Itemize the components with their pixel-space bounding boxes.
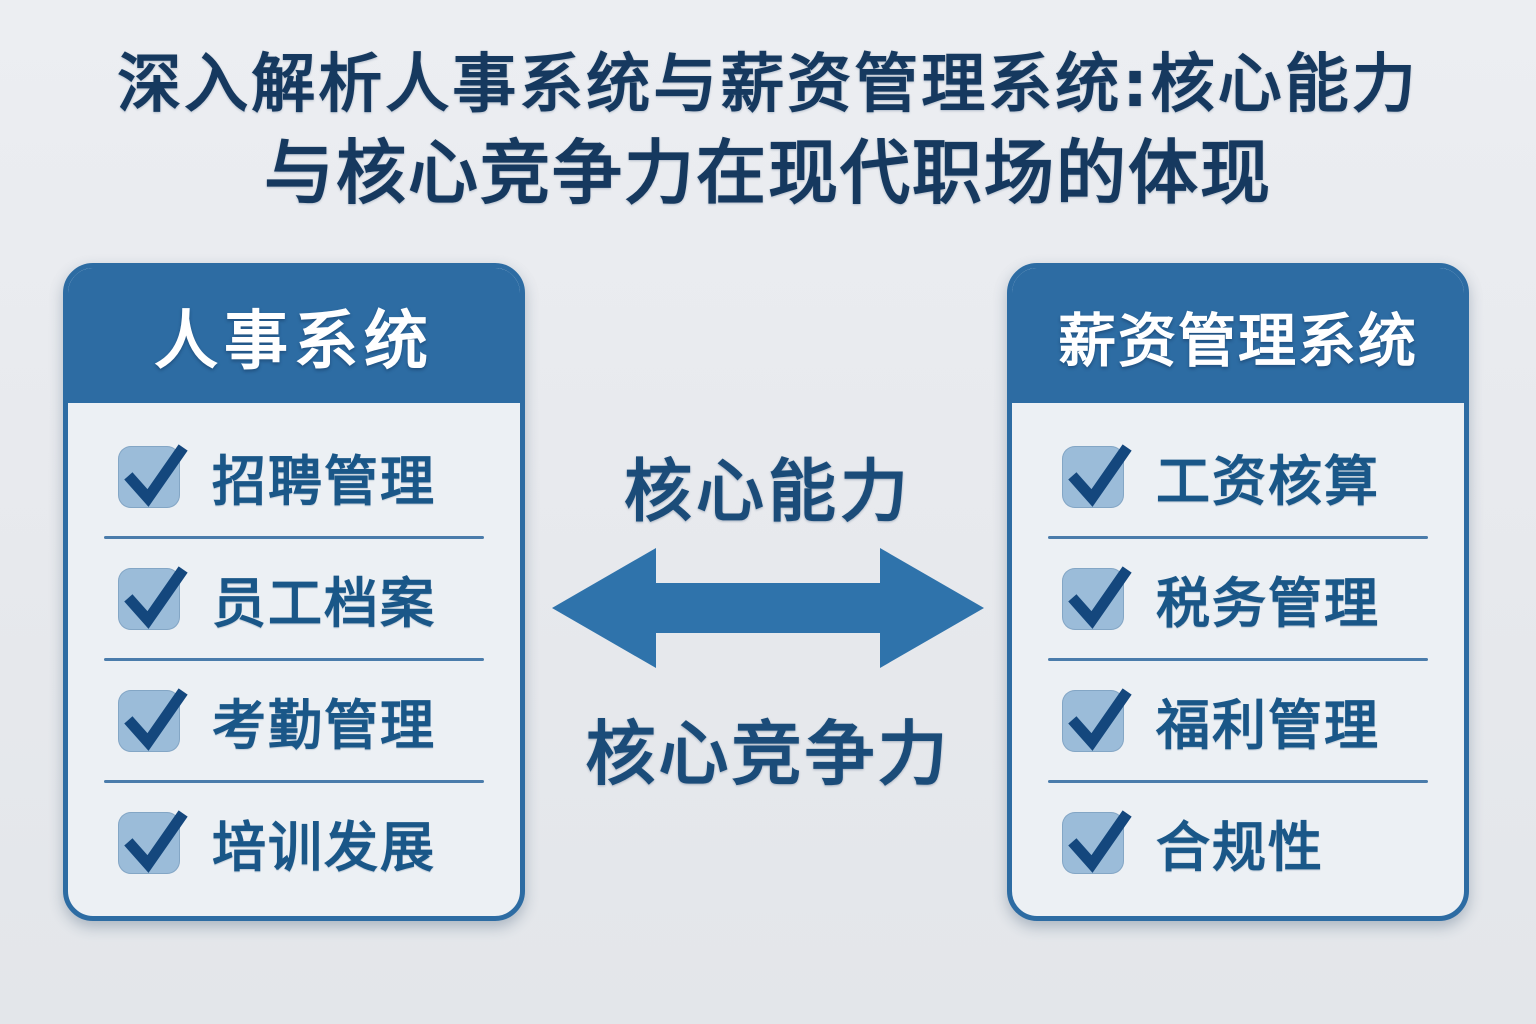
payroll-system-card-body: 工资核算 税务管理 福利管理	[1012, 403, 1464, 902]
list-item-label: 招聘管理	[212, 450, 436, 513]
list-item: 工资核算	[1012, 417, 1464, 536]
list-item: 招聘管理	[68, 417, 520, 536]
list-item-label: 合规性	[1156, 816, 1324, 879]
arrow-right-head	[880, 548, 984, 668]
page-title-line2: 与核心竞争力在现代职场的体现	[264, 132, 1272, 215]
divider	[1048, 780, 1428, 783]
divider	[1048, 658, 1428, 661]
check-icon	[118, 443, 188, 508]
list-item: 员工档案	[68, 539, 520, 658]
hr-system-card-body: 招聘管理 员工档案 考勤管理	[68, 403, 520, 902]
divider	[104, 536, 484, 539]
arrow-left-head	[552, 548, 656, 668]
page-title: 深入解析人事系统与薪资管理系统:核心能力 与核心竞争力在现代职场的体现	[0, 42, 1536, 219]
hr-system-card: 人事系统 招聘管理 员工档案	[63, 263, 525, 921]
core-competitiveness-label: 核心竞争力	[585, 713, 951, 795]
divider	[1048, 536, 1428, 539]
payroll-system-card: 薪资管理系统 工资核算 税务管理	[1007, 263, 1469, 921]
check-icon	[118, 687, 188, 752]
double-arrow-icon	[552, 548, 984, 668]
list-item-label: 员工档案	[212, 572, 436, 635]
list-item: 合规性	[1012, 783, 1464, 902]
list-item: 考勤管理	[68, 661, 520, 780]
list-item-label: 福利管理	[1156, 694, 1380, 757]
divider	[104, 658, 484, 661]
list-item-label: 培训发展	[212, 816, 436, 879]
divider	[104, 780, 484, 783]
payroll-system-card-title: 薪资管理系统	[1012, 268, 1464, 403]
list-item: 福利管理	[1012, 661, 1464, 780]
list-item-label: 工资核算	[1156, 450, 1380, 513]
list-item: 税务管理	[1012, 539, 1464, 658]
check-icon	[1062, 809, 1132, 874]
page-title-line1: 深入解析人事系统与薪资管理系统:核心能力	[117, 48, 1419, 122]
check-icon	[118, 565, 188, 630]
hr-system-card-title: 人事系统	[68, 268, 520, 403]
core-capability-label: 核心能力	[623, 453, 912, 532]
list-item-label: 税务管理	[1156, 572, 1380, 635]
check-icon	[118, 809, 188, 874]
check-icon	[1062, 687, 1132, 752]
check-icon	[1062, 565, 1132, 630]
arrow-body	[656, 583, 880, 633]
check-icon	[1062, 443, 1132, 508]
list-item-label: 考勤管理	[212, 694, 436, 757]
list-item: 培训发展	[68, 783, 520, 902]
